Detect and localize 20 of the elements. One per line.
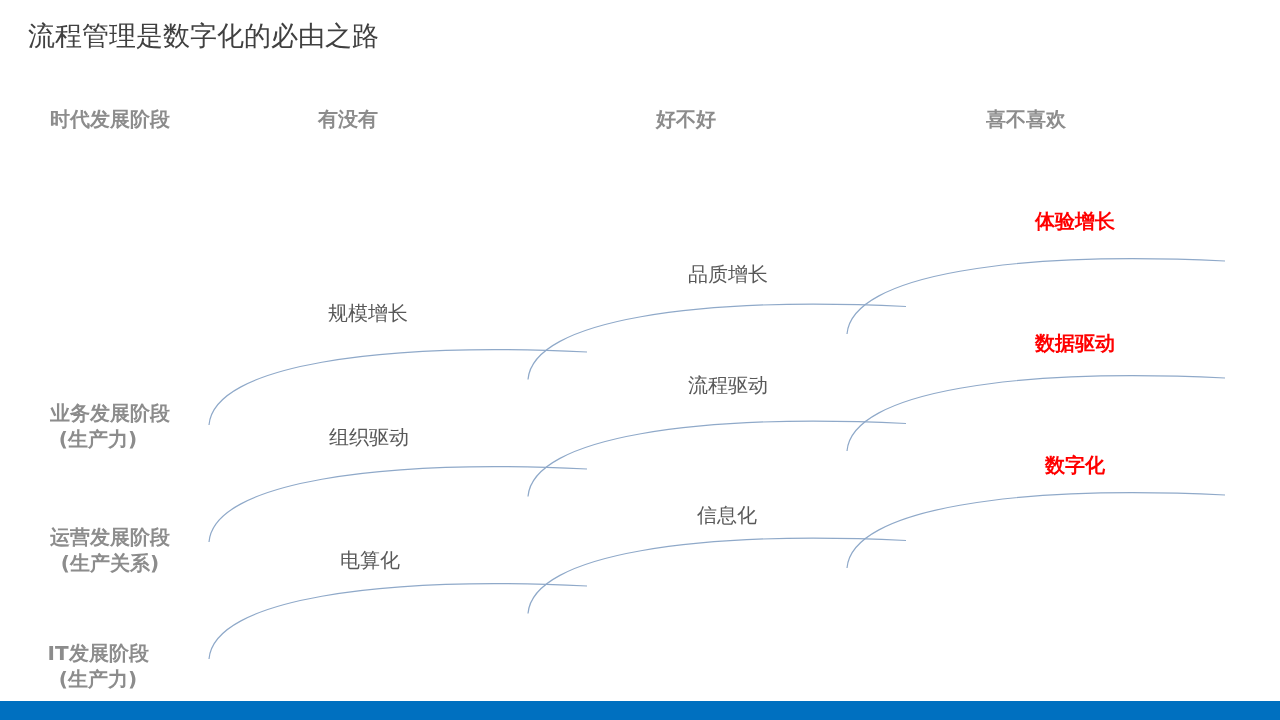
column-header: 好不好 <box>656 107 716 131</box>
column-header: 喜不喜欢 <box>986 107 1066 131</box>
highlight-label: 数字化 <box>1045 453 1105 477</box>
stage-label: (生产力) <box>58 427 138 451</box>
column-header: 时代发展阶段 <box>50 107 170 131</box>
column-header: 有没有 <box>318 107 378 131</box>
curve-label: 电算化 <box>340 548 400 572</box>
curve-label: 流程驱动 <box>688 373 768 397</box>
curve-label: 规模增长 <box>328 301 408 325</box>
slide-title: 流程管理是数字化的必由之路 <box>28 19 379 53</box>
curve-label: 组织驱动 <box>329 425 409 449</box>
stage-label: 运营发展阶段 <box>50 525 170 549</box>
curve-label: 品质增长 <box>688 262 768 286</box>
stage-label: (生产关系) <box>60 551 160 575</box>
highlight-label: 数据驱动 <box>1035 331 1115 355</box>
curve-label: 信息化 <box>697 503 757 527</box>
highlight-label: 体验增长 <box>1035 209 1115 233</box>
stage-label: IT发展阶段 <box>47 641 149 665</box>
stage-label: (生产力) <box>58 667 138 691</box>
stage-label: 业务发展阶段 <box>50 401 170 425</box>
